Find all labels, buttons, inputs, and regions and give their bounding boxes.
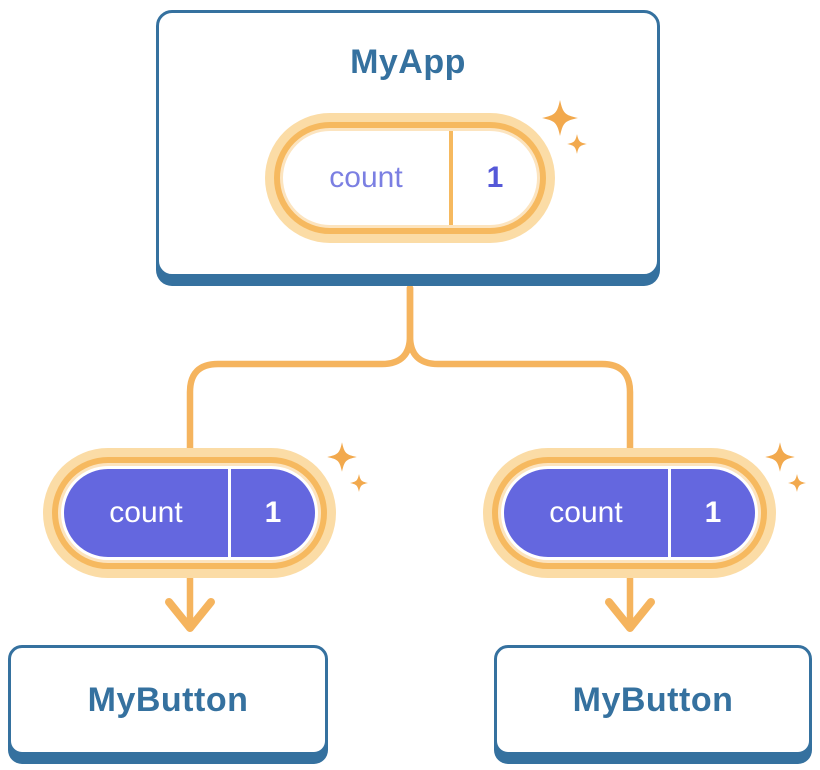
prop-value: 1 bbox=[264, 496, 282, 529]
pill-divider bbox=[449, 131, 453, 225]
prop-name: count bbox=[109, 496, 183, 529]
props-pill-body: count 1 bbox=[501, 466, 758, 560]
props-pill-ring: count 1 bbox=[52, 457, 327, 569]
mybutton-card-title: MyButton bbox=[87, 680, 249, 719]
state-name: count bbox=[329, 161, 403, 194]
mybutton-card-left: MyButton bbox=[8, 645, 328, 755]
sparkle-icon bbox=[327, 442, 368, 492]
props-pill-label-cell: count bbox=[504, 469, 668, 557]
mybutton-card-title: MyButton bbox=[572, 680, 734, 719]
props-pill-right: count 1 bbox=[483, 448, 776, 578]
sparkle-icon bbox=[765, 442, 806, 492]
state-pill-body: count 1 bbox=[283, 131, 537, 225]
myapp-card: MyApp count 1 bbox=[156, 10, 660, 277]
props-pill-body: count 1 bbox=[61, 466, 318, 560]
pill-divider bbox=[668, 469, 671, 557]
myapp-card-title: MyApp bbox=[350, 43, 466, 81]
props-pill-ring: count 1 bbox=[492, 457, 767, 569]
props-pill-label-cell: count bbox=[64, 469, 228, 557]
sparkle-icon bbox=[542, 100, 587, 154]
arrow-down-left-icon bbox=[165, 598, 215, 632]
connector-right-branch bbox=[406, 284, 634, 629]
prop-value: 1 bbox=[704, 496, 722, 529]
mybutton-card-right: MyButton bbox=[494, 645, 812, 755]
props-pill-left: count 1 bbox=[43, 448, 336, 578]
props-pill-value-cell: 1 bbox=[671, 469, 755, 557]
state-pill-myapp: count 1 bbox=[265, 113, 555, 243]
props-pill-value-cell: 1 bbox=[231, 469, 315, 557]
state-pill-label-cell: count bbox=[283, 131, 449, 225]
pill-divider bbox=[228, 469, 231, 557]
arrow-down-right-icon bbox=[605, 598, 655, 632]
state-pill-ring: count 1 bbox=[274, 122, 546, 234]
state-pill-value-cell: 1 bbox=[453, 131, 537, 225]
prop-name: count bbox=[549, 496, 623, 529]
state-value: 1 bbox=[486, 161, 504, 194]
